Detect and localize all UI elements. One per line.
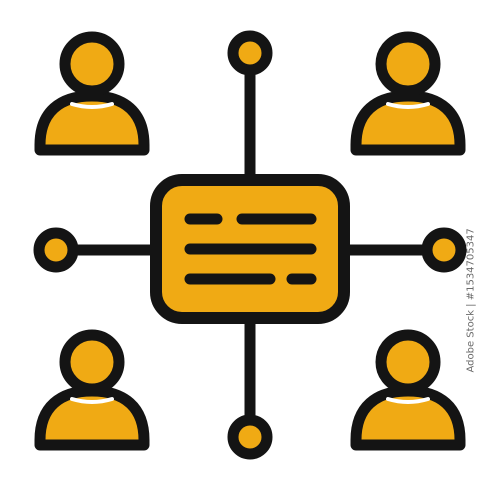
person-icon-bottom-right xyxy=(350,329,466,451)
document-text-lines xyxy=(184,213,317,285)
node-dot-icon-left xyxy=(33,227,79,273)
person-icon-bottom-left xyxy=(34,329,150,451)
node-dots xyxy=(33,30,467,460)
person-icon-top-left xyxy=(34,31,150,156)
node-dot-icon-bottom xyxy=(227,414,273,460)
connector-lines xyxy=(68,61,432,424)
person-icon-top-right xyxy=(350,31,466,156)
stock-id-watermark: Adobe Stock | #1534705347 xyxy=(465,228,477,373)
node-dot-icon-top xyxy=(227,30,273,76)
node-dot-icon-right xyxy=(421,227,467,273)
document-card-icon xyxy=(150,174,350,324)
watermark-strip: Adobe Stock | #1534705347 xyxy=(466,0,500,500)
